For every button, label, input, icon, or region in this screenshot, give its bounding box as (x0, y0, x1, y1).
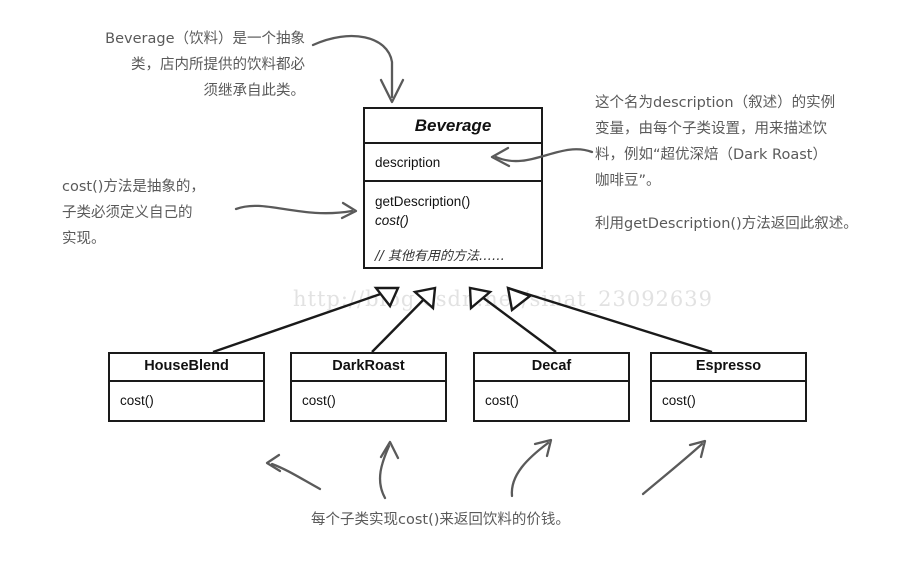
field-description: description (375, 155, 441, 170)
annotation-bottom: 每个子类实现cost()来返回饮料的价钱。 (311, 512, 570, 528)
method-cost: cost() (375, 213, 409, 228)
class-box-beverage: Beverage description getDescription() co… (363, 107, 543, 269)
methods-comment: // 其他有用的方法…… (375, 249, 505, 264)
class-methods-beverage: getDescription() cost() // 其他有用的方法…… (365, 180, 541, 267)
arrow-note-to-beverage (311, 34, 394, 99)
method-cost: cost() (302, 393, 336, 408)
class-title-decaf: Decaf (531, 358, 572, 374)
class-box-darkroast: DarkRoast cost() (290, 352, 447, 422)
arrow-note-to-decaf (510, 441, 550, 498)
annotation-mid-left: cost()方法是抽象的， 子类必须定义自己的 实现。 (62, 179, 205, 247)
watermark: http://blog.csdn.net/sinat_23092639 (293, 287, 714, 311)
arrow-note-to-darkroast (378, 444, 391, 500)
annotation-top-left: Beverage（饮料）是一个抽象 类，店内所提供的饮料都必 须继承自此类。 (105, 31, 305, 99)
annotation-right-upper: 这个名为description（叙述）的实例 变量，由每个子类设置，用来描述饮 … (595, 95, 836, 189)
class-title-darkroast: DarkRoast (332, 358, 405, 374)
method-cost: cost() (662, 393, 696, 408)
method-cost: cost() (485, 393, 519, 408)
class-box-decaf: Decaf cost() (473, 352, 630, 422)
arrow-note-to-houseblend (270, 462, 322, 491)
annotation-right-lower: 利用getDescription()方法返回此叙述。 (595, 216, 858, 232)
class-title-espresso: Espresso (695, 358, 762, 374)
class-methods-decaf: cost() (475, 380, 628, 422)
class-methods-houseblend: cost() (110, 380, 263, 422)
method-get-description: getDescription() (375, 194, 471, 209)
class-methods-espresso: cost() (652, 380, 805, 422)
class-title-beverage: Beverage (414, 116, 492, 135)
class-box-houseblend: HouseBlend cost() (108, 352, 265, 422)
method-cost: cost() (120, 393, 154, 408)
class-box-espresso: Espresso cost() (650, 352, 807, 422)
arrow-note-to-espresso (641, 442, 704, 496)
class-title-houseblend: HouseBlend (144, 358, 229, 374)
class-fields-beverage: description (365, 142, 541, 180)
class-methods-darkroast: cost() (292, 380, 445, 422)
